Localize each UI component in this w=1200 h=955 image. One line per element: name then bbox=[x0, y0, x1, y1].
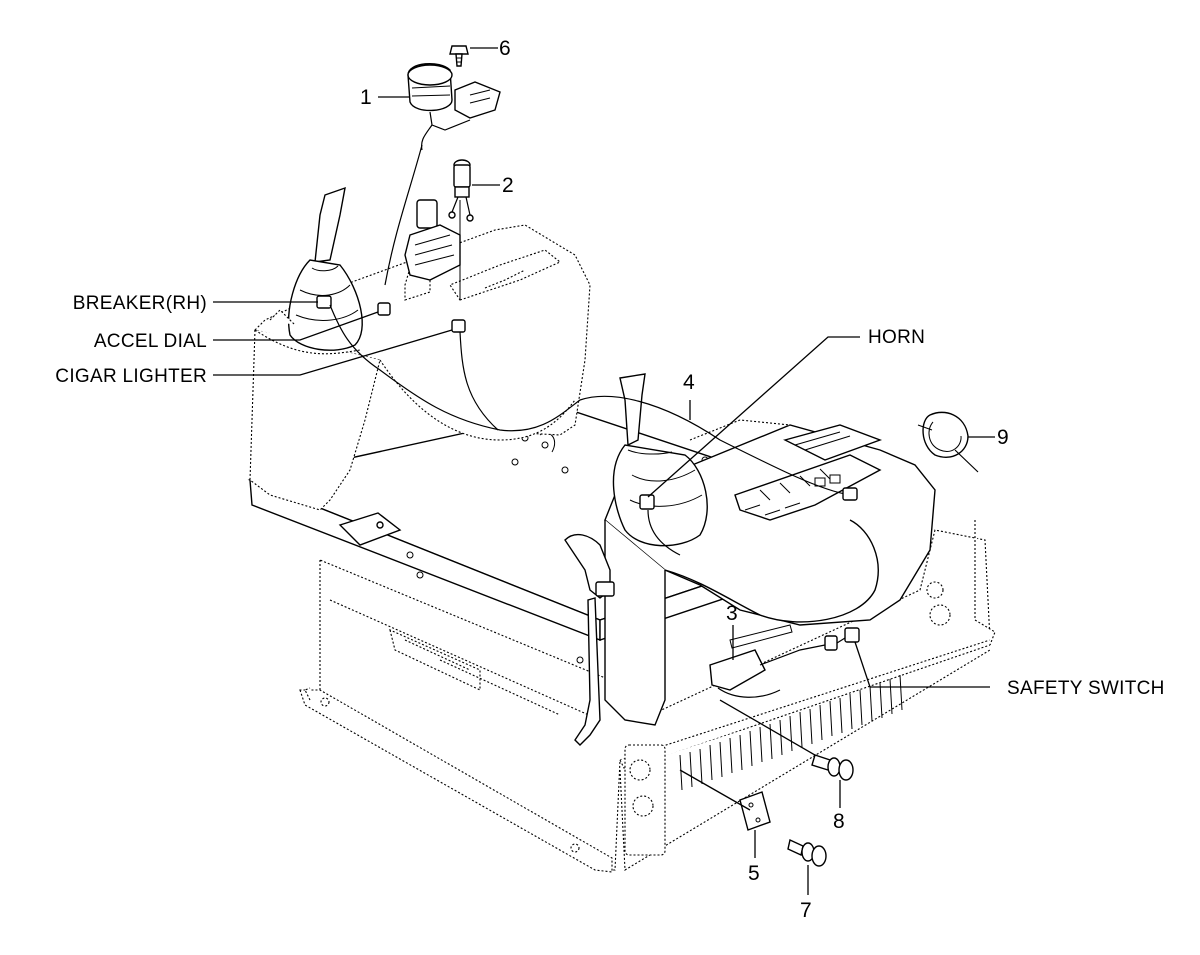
seatbelt-buckle bbox=[416, 199, 438, 229]
part-2-cigar-lighter bbox=[448, 159, 474, 300]
horn-label: HORN bbox=[868, 327, 925, 348]
console-switch-modules bbox=[316, 295, 858, 556]
part-number-2: 2 bbox=[502, 174, 514, 197]
seat-base-frame bbox=[299, 520, 996, 873]
right-joystick bbox=[612, 373, 708, 547]
cigar-lighter-socket bbox=[451, 319, 466, 333]
callout-labels: BREAKER(RH) ACCEL DIAL CIGAR LIGHTER HOR… bbox=[55, 293, 1164, 699]
part-number-3: 3 bbox=[726, 602, 738, 625]
breaker-switch-module bbox=[316, 295, 332, 309]
safety-switch-label: SAFETY SWITCH bbox=[1007, 678, 1165, 699]
left-joystick bbox=[288, 186, 363, 351]
accel-dial-label: ACCEL DIAL bbox=[94, 331, 207, 352]
part-number-9: 9 bbox=[997, 426, 1009, 449]
part-number-5: 5 bbox=[748, 862, 760, 885]
accel-dial-module bbox=[377, 302, 391, 316]
part-1-switch-assembly bbox=[384, 63, 501, 286]
breaker-label: BREAKER(RH) bbox=[73, 293, 207, 314]
part-5-cover-plate bbox=[739, 791, 771, 831]
part-3-safety-switch-harness bbox=[709, 624, 860, 698]
part-8-bolt bbox=[811, 754, 854, 781]
armrest-tube bbox=[564, 533, 615, 746]
right-console bbox=[564, 373, 936, 746]
part-9-cable-tie bbox=[917, 411, 979, 473]
horn-switch-module bbox=[639, 494, 655, 510]
part-number-7: 7 bbox=[800, 899, 812, 922]
part-number-6: 6 bbox=[499, 37, 511, 60]
part-number-8: 8 bbox=[833, 810, 845, 833]
part-6-screw bbox=[449, 45, 469, 67]
part-7-bolt bbox=[787, 839, 827, 867]
leader-lines bbox=[213, 47, 995, 895]
cigar-lighter-label: CIGAR LIGHTER bbox=[55, 366, 207, 387]
vent-slots bbox=[679, 674, 903, 791]
part-number-1: 1 bbox=[360, 86, 372, 109]
part-number-labels: 1 2 3 4 5 6 7 8 9 bbox=[360, 37, 1009, 922]
part-number-4: 4 bbox=[683, 371, 695, 394]
